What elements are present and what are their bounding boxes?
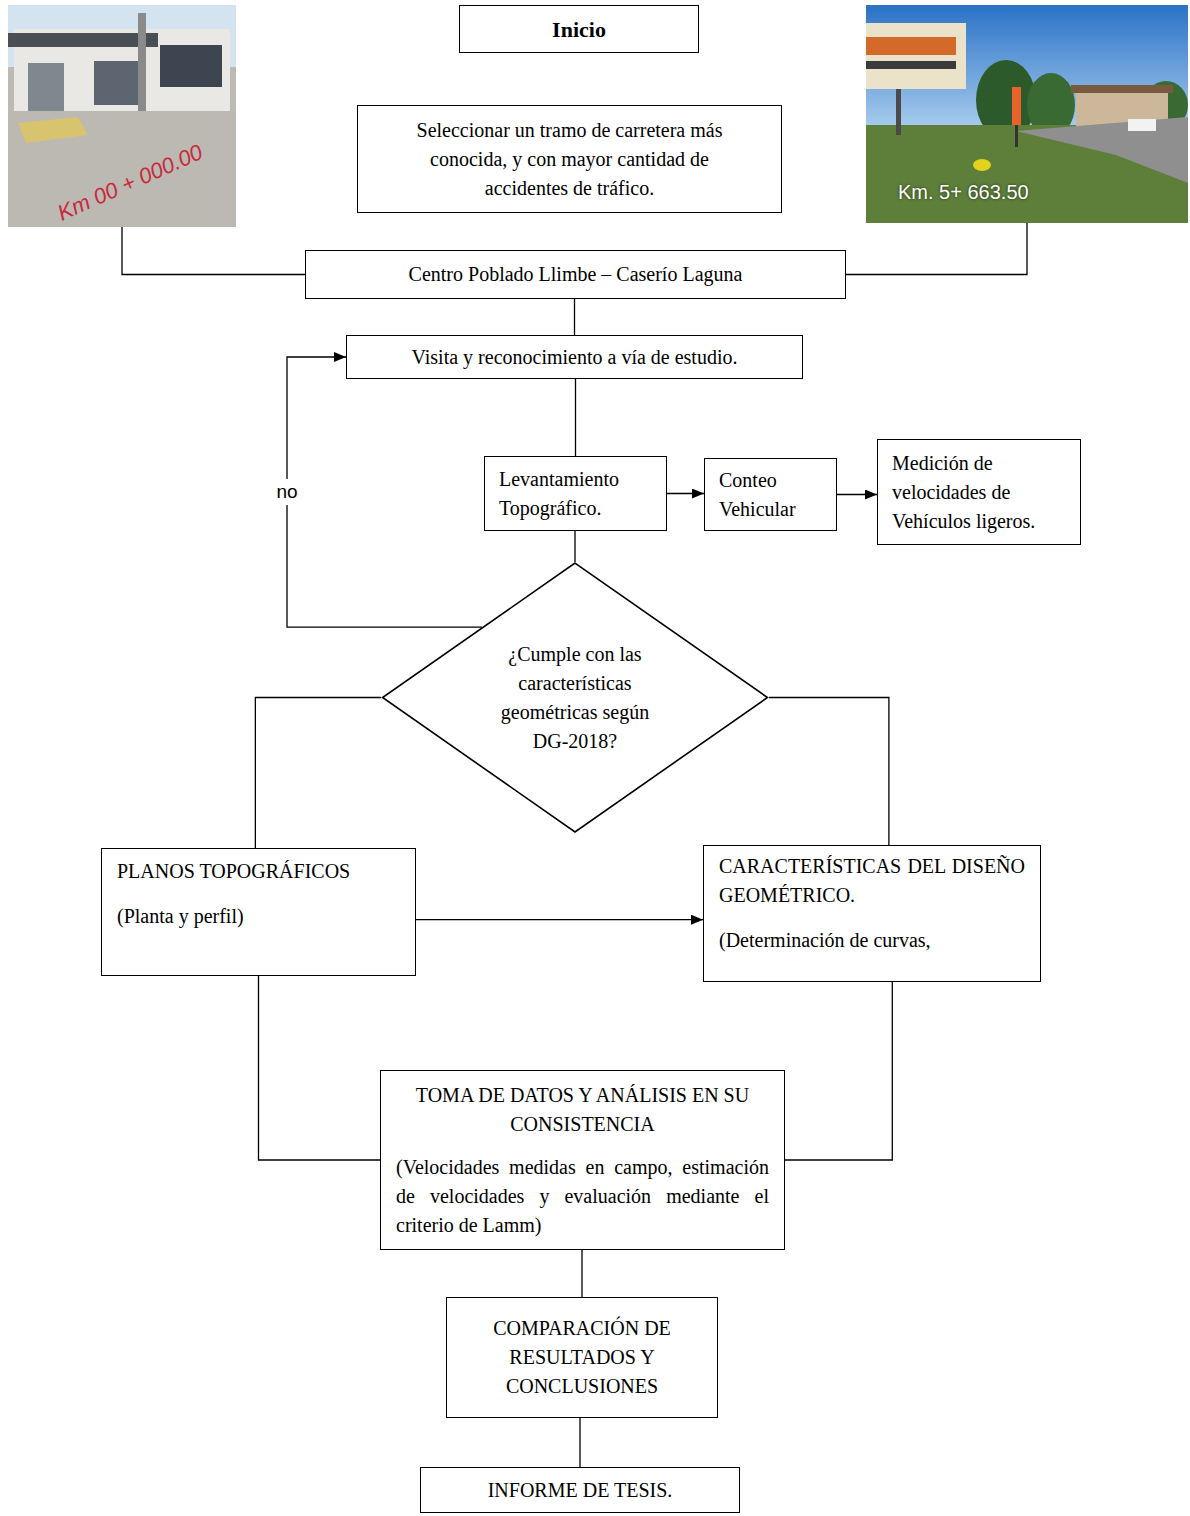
diamond-shape [383,563,768,832]
connector [837,494,877,495]
pavement [8,111,236,227]
process-box: INFORME DE TESIS. [420,1467,740,1513]
connector [769,698,889,846]
node-text: Conteo Vehicular [719,466,822,524]
pole [138,13,146,113]
connector [255,698,381,849]
sign-band [866,37,956,55]
survey-pole [1015,125,1018,147]
start-box: Inicio [459,5,699,53]
connector [846,223,1027,275]
connector [259,976,381,1160]
window [160,45,222,87]
process-box: CARACTERÍSTICAS DEL DISEÑO GEOMÉTRICO. (D… [703,845,1041,982]
connector [122,227,305,275]
connector [579,1418,580,1467]
window [94,61,138,105]
roof [1071,85,1173,93]
node-text: Km 00 + 000.00 [53,138,207,228]
process-box: Seleccionar un tramo de carretera más co… [357,105,782,213]
sign-board [866,23,966,89]
process-box: PLANOS TOPOGRÁFICOS (Planta y perfil) [101,848,416,976]
node-text: TOMA DE DATOS Y ANÁLISIS EN SU CONSISTEN… [396,1081,769,1139]
process-box: Conteo Vehicular [704,458,837,531]
connector [416,919,703,920]
road [1016,117,1188,183]
diamond-outline [381,562,769,833]
node-text: (Velocidades medidas en campo, estimació… [396,1153,769,1240]
photo-node: Km. 5+ 663.50 [866,5,1188,223]
connector [574,531,575,562]
edge-label: no [271,479,302,505]
node-text: (Planta y perfil) [117,902,400,931]
node-text: Medición de velocidades de Vehículos lig… [892,449,1066,536]
process-box: Visita y reconocimiento a vía de estudio… [346,335,803,379]
node-text: (Determinación de curvas, [719,926,1025,955]
node-text: PLANOS TOPOGRÁFICOS [117,857,400,886]
node-text: Inicio [470,15,688,44]
node-text: CARACTERÍSTICAS DEL DISEÑO GEOMÉTRICO. [719,852,1025,910]
sign-band [866,61,956,69]
hotel-photo [8,5,236,227]
process-box: Centro Poblado Llimbe – Caserío Laguna [305,250,846,299]
roof-band [8,33,158,47]
bucket [973,159,991,171]
process-box: TOMA DE DATOS Y ANÁLISIS EN SU CONSISTEN… [380,1070,785,1250]
car [1128,119,1156,131]
connector [574,299,575,335]
node-text: Km. 5+ 663.50 [898,178,1188,207]
door [28,63,64,111]
connector [581,1250,582,1297]
node-text: COMPARACIÓN DE RESULTADOS Y CONCLUSIONES [471,1314,693,1401]
connector [575,379,576,456]
road-photo [866,5,1188,223]
node-text: INFORME DE TESIS. [433,1476,727,1505]
connector [667,493,704,494]
sign-post [896,85,901,135]
photo-ground [8,5,236,227]
connector [287,357,482,627]
node-text: ¿Cumple con las características geométri… [500,640,650,756]
decision-diamond: ¿Cumple con las características geométri… [381,562,769,833]
paint-patch [18,117,88,143]
connector [785,982,892,1160]
node-text: Visita y reconocimiento a vía de estudio… [359,343,790,372]
node-text: Levantamiento Topográfico. [499,465,652,523]
process-box: Levantamiento Topográfico. [484,456,667,531]
surveyor [1012,87,1021,125]
process-box: COMPARACIÓN DE RESULTADOS Y CONCLUSIONES [446,1297,718,1418]
node-text: Seleccionar un tramo de carretera más co… [386,116,753,203]
node-text: Centro Poblado Llimbe – Caserío Laguna [318,260,833,289]
process-box: Medición de velocidades de Vehículos lig… [877,439,1081,545]
diamond-text-holder: ¿Cumple con las características geométri… [500,640,650,756]
photo-node: Km 00 + 000.00 [8,5,236,227]
